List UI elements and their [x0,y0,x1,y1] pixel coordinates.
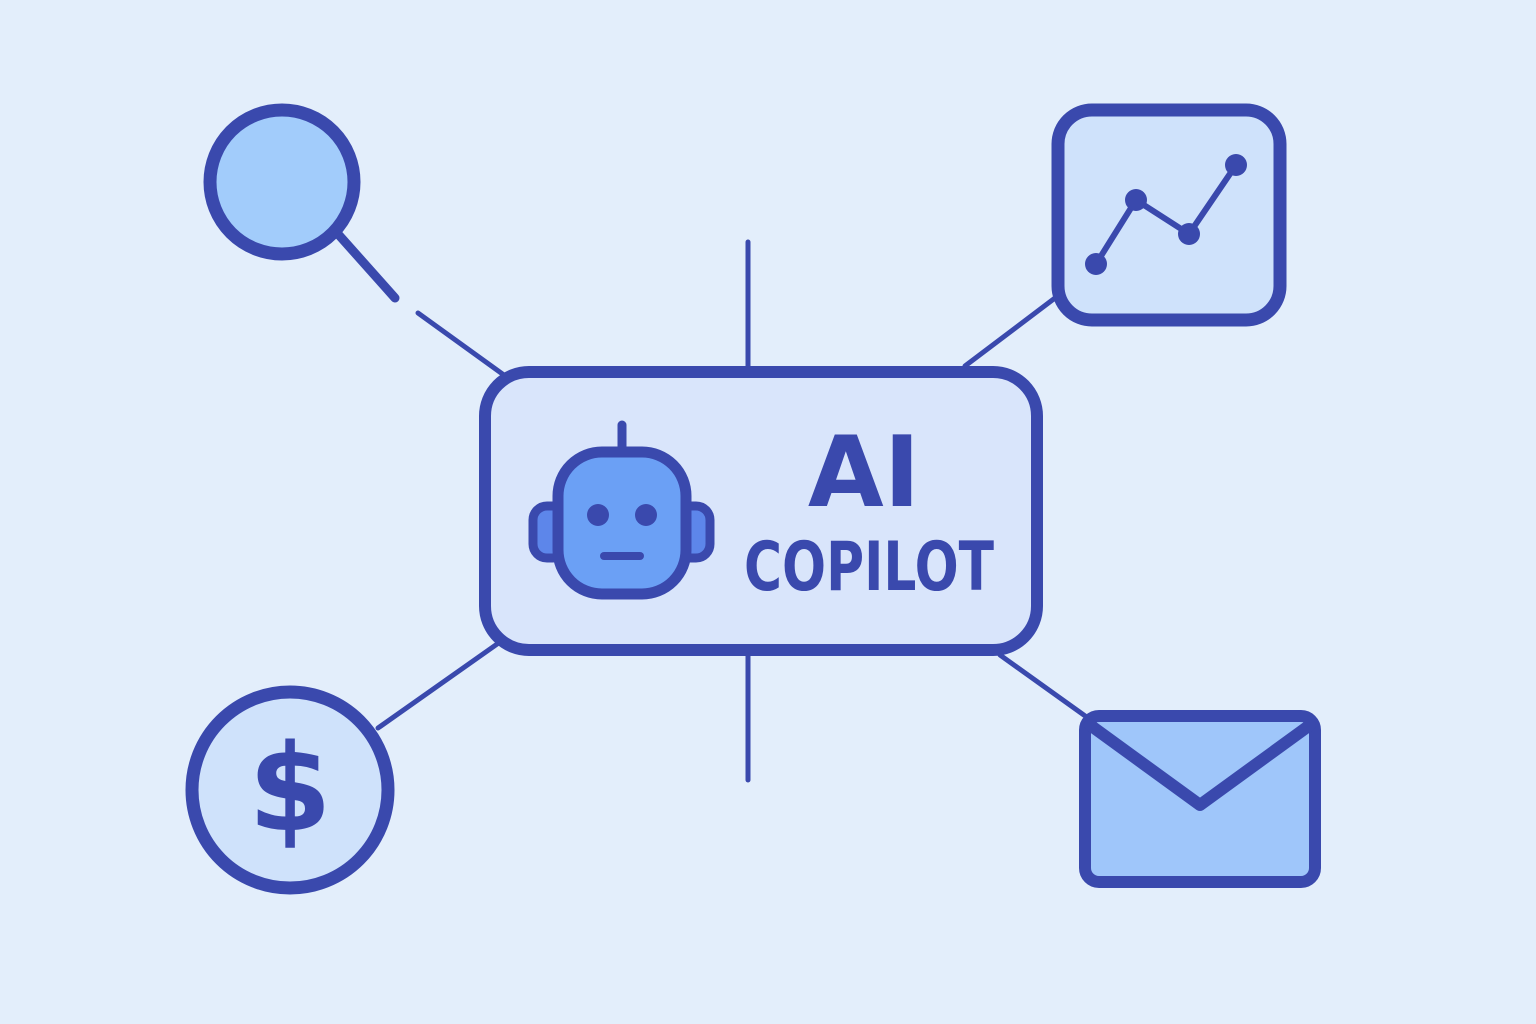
search-icon [203,103,400,303]
robot-icon [528,420,715,600]
connector-envelope [997,652,1091,721]
hub-title-ai: AI [808,416,920,530]
line-chart-icon [1051,103,1287,327]
connector-chart [962,295,1058,369]
dollar-icon: $ [185,685,395,895]
hub-title-copilot: COPILOT [744,528,994,607]
envelope-icon [1079,710,1321,888]
ai-copilot-hub: AI COPILOT [479,366,1043,656]
connectors [375,239,1091,783]
connector-dollar [375,639,503,731]
connector-search [415,310,511,381]
dollar-glyph: $ [248,720,332,859]
